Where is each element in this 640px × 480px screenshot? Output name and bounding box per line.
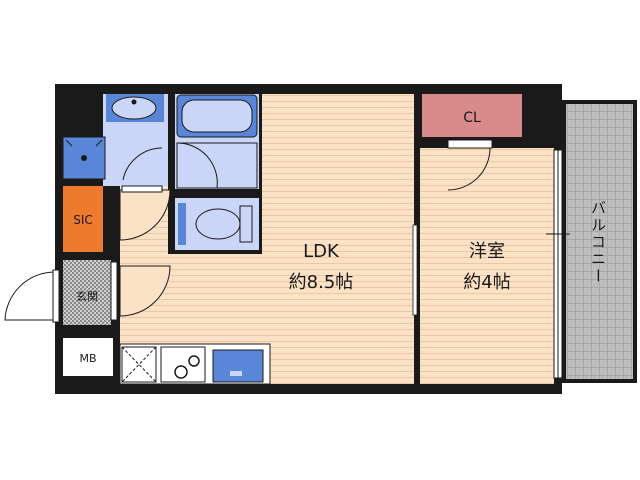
ldk-upper-floor [262, 94, 414, 254]
closet-label: CL [463, 110, 481, 126]
ldk-name: LDK [303, 241, 340, 262]
western-room-floor [420, 148, 554, 384]
toilet [175, 198, 259, 250]
stove-burner-icon [188, 355, 200, 367]
washroom [103, 94, 168, 186]
kitchen-counter [119, 343, 271, 385]
ldk-size: 約8.5帖 [289, 272, 354, 293]
stove-burner-icon [174, 365, 188, 379]
balcony-label: バルコニー [589, 200, 607, 285]
shoe-closet [63, 186, 103, 252]
balcony-window [546, 149, 570, 379]
entrance-floor [63, 260, 111, 325]
entrance-door [4, 269, 60, 323]
entrance-step [110, 261, 118, 321]
interior-doors [119, 139, 493, 317]
sic-label: SIC [73, 213, 93, 227]
mb-label: MB [79, 352, 96, 365]
balcony [562, 100, 637, 383]
western-room-size: 約4帖 [463, 272, 510, 293]
sliding-door [412, 224, 418, 316]
laundry-pan [62, 136, 106, 180]
bathroom [175, 94, 259, 189]
closet [422, 94, 522, 137]
meter-box [63, 338, 113, 376]
entrance-label: 玄関 [76, 289, 98, 303]
western-room-name: 洋室 [469, 241, 505, 262]
